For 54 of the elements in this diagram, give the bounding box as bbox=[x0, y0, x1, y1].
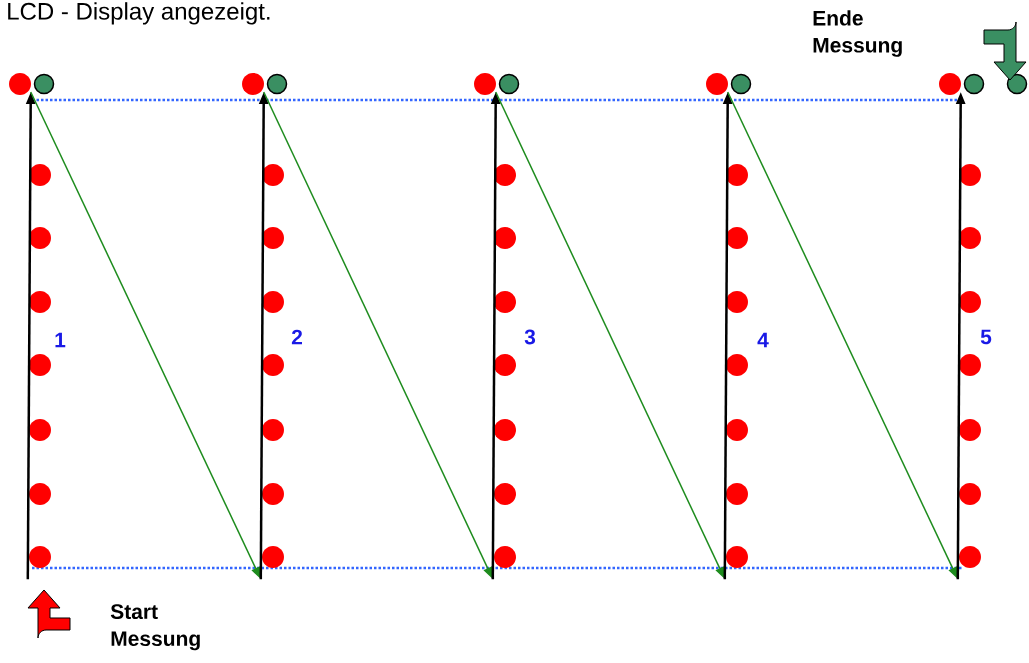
measuring-point bbox=[726, 483, 748, 505]
measuring-point bbox=[29, 291, 51, 313]
measuring-point bbox=[474, 73, 496, 95]
measuring-point bbox=[726, 291, 748, 313]
measuring-point bbox=[726, 164, 748, 186]
measuring-point bbox=[29, 227, 51, 249]
measuring-point bbox=[959, 546, 981, 568]
measuring-point bbox=[959, 483, 981, 505]
end-label: Ende Messung bbox=[813, 10, 902, 57]
measuring-point bbox=[963, 73, 985, 95]
column-number: 1 bbox=[55, 332, 66, 348]
measuring-point bbox=[262, 164, 284, 186]
measuring-point bbox=[33, 73, 55, 95]
measuring-point bbox=[726, 419, 748, 441]
measuring-point bbox=[262, 291, 284, 313]
measuring-point bbox=[494, 227, 516, 249]
measuring-point bbox=[494, 164, 516, 186]
measuring-point bbox=[1006, 73, 1028, 95]
column-number: 2 bbox=[291, 329, 302, 345]
measuring-point bbox=[498, 73, 520, 95]
measuring-point bbox=[262, 419, 284, 441]
measuring-point bbox=[494, 419, 516, 441]
measuring-point bbox=[959, 164, 981, 186]
measuring-point bbox=[29, 483, 51, 505]
measuring-point bbox=[959, 354, 981, 376]
measuring-point bbox=[262, 354, 284, 376]
measuring-point bbox=[29, 164, 51, 186]
measuring-point bbox=[959, 227, 981, 249]
measuring-point bbox=[730, 73, 752, 95]
measuring-point bbox=[939, 73, 961, 95]
start-label: Start Messung bbox=[110, 604, 200, 651]
measuring-point bbox=[706, 73, 728, 95]
measuring-point bbox=[262, 483, 284, 505]
measuring-point bbox=[494, 291, 516, 313]
measuring-point bbox=[959, 419, 981, 441]
column-number: 3 bbox=[524, 329, 536, 345]
measuring-point bbox=[242, 73, 264, 95]
measuring-point bbox=[262, 227, 284, 249]
measuring-point bbox=[262, 546, 284, 568]
measuring-point bbox=[266, 73, 288, 95]
column-number: 4 bbox=[757, 332, 769, 348]
measuring-point bbox=[494, 354, 516, 376]
column-number: 5 bbox=[980, 329, 992, 345]
measuring-point bbox=[29, 354, 51, 376]
measuring-point bbox=[726, 354, 748, 376]
measuring-point bbox=[726, 227, 748, 249]
caption-text: LCD - Display angezeigt. bbox=[8, 2, 270, 25]
measuring-point bbox=[9, 73, 31, 95]
measuring-point bbox=[494, 546, 516, 568]
measuring-point bbox=[959, 291, 981, 313]
measuring-point bbox=[494, 483, 516, 505]
measuring-point bbox=[29, 419, 51, 441]
measuring-point bbox=[726, 546, 748, 568]
measuring-point bbox=[29, 546, 51, 568]
